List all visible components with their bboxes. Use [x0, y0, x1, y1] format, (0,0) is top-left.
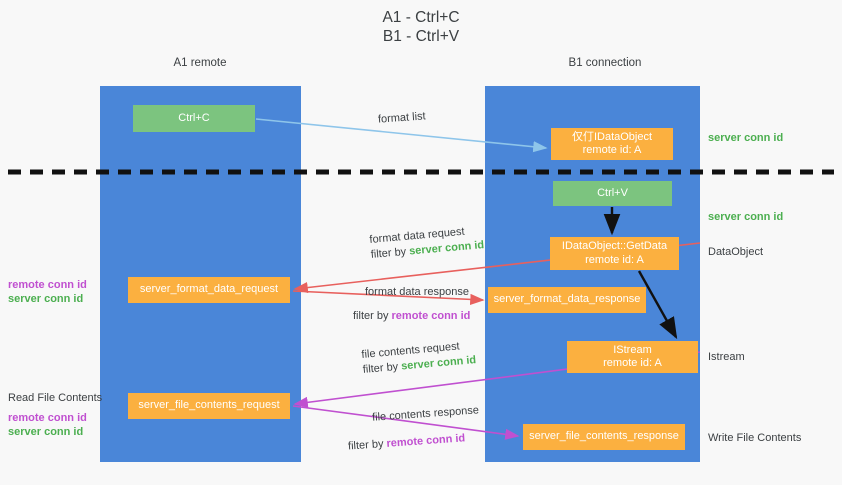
left-server-conn-id: server conn id [8, 293, 84, 305]
right-write-file-contents-label: Write File Contents [708, 432, 802, 444]
node-ctrl-v[interactable]: Ctrl+V [553, 181, 672, 206]
right-server-conn-id-top: server conn id [708, 132, 784, 144]
left-read-file-contents-label: Read File Contents [8, 392, 103, 404]
edge-label-format-data-request: format data request filter by server con… [369, 223, 485, 263]
edge-label-format-data-response: format data response filter by remote co… [353, 285, 470, 324]
filter-key-remote-conn-id: remote conn id [391, 310, 471, 322]
node-server-file-contents-response[interactable]: server_file_contents_response [523, 424, 685, 450]
node-istream[interactable]: IStream remote id: A [567, 341, 698, 373]
edge-label-format-list-text: format list [377, 110, 427, 126]
node-idataobject[interactable]: 仅仃IDataObject remote id: A [551, 128, 673, 160]
node-server-format-data-request[interactable]: server_format_data_request [128, 277, 290, 303]
left-remote-conn-id: remote conn id [8, 279, 87, 291]
page-title: A1 - Ctrl+C B1 - Ctrl+V [382, 9, 460, 45]
edge-label-file-contents-request: file contents request filter by server c… [361, 338, 477, 378]
node-server-format-data-response[interactable]: server_format_data_response [488, 287, 646, 313]
edge-label-format-data-response-text: format data response [365, 286, 469, 298]
edge-label-file-contents-response: file contents response filter by remote … [348, 403, 482, 452]
left-conn-id-pair-file: remote conn id server conn id [8, 411, 87, 439]
right-dataobject-label: DataObject [708, 246, 764, 258]
edge-filter-file-contents-response: filter by remote conn id [347, 432, 466, 453]
left-remote-conn-id: remote conn id [8, 412, 87, 424]
node-idataobject-getdata[interactable]: IDataObject::GetData remote id: A [550, 237, 679, 270]
lane-header-a1: A1 remote [173, 57, 227, 69]
left-server-conn-id: server conn id [8, 426, 84, 438]
left-conn-id-pair-format: remote conn id server conn id [8, 278, 87, 306]
filter-key-remote-conn-id: remote conn id [386, 432, 466, 450]
node-ctrl-c[interactable]: Ctrl+C [133, 105, 255, 132]
right-server-conn-id-mid: server conn id [708, 211, 784, 223]
edge-filter-format-data-response: filter by remote conn id [353, 310, 471, 322]
node-server-file-contents-request[interactable]: server_file_contents_request [128, 393, 290, 419]
right-istream-label: Istream [708, 351, 745, 363]
edge-label-format-list: format list [378, 109, 427, 127]
lane-header-b1: B1 connection [568, 57, 642, 69]
edge-label-file-contents-response-text: file contents response [371, 404, 480, 424]
